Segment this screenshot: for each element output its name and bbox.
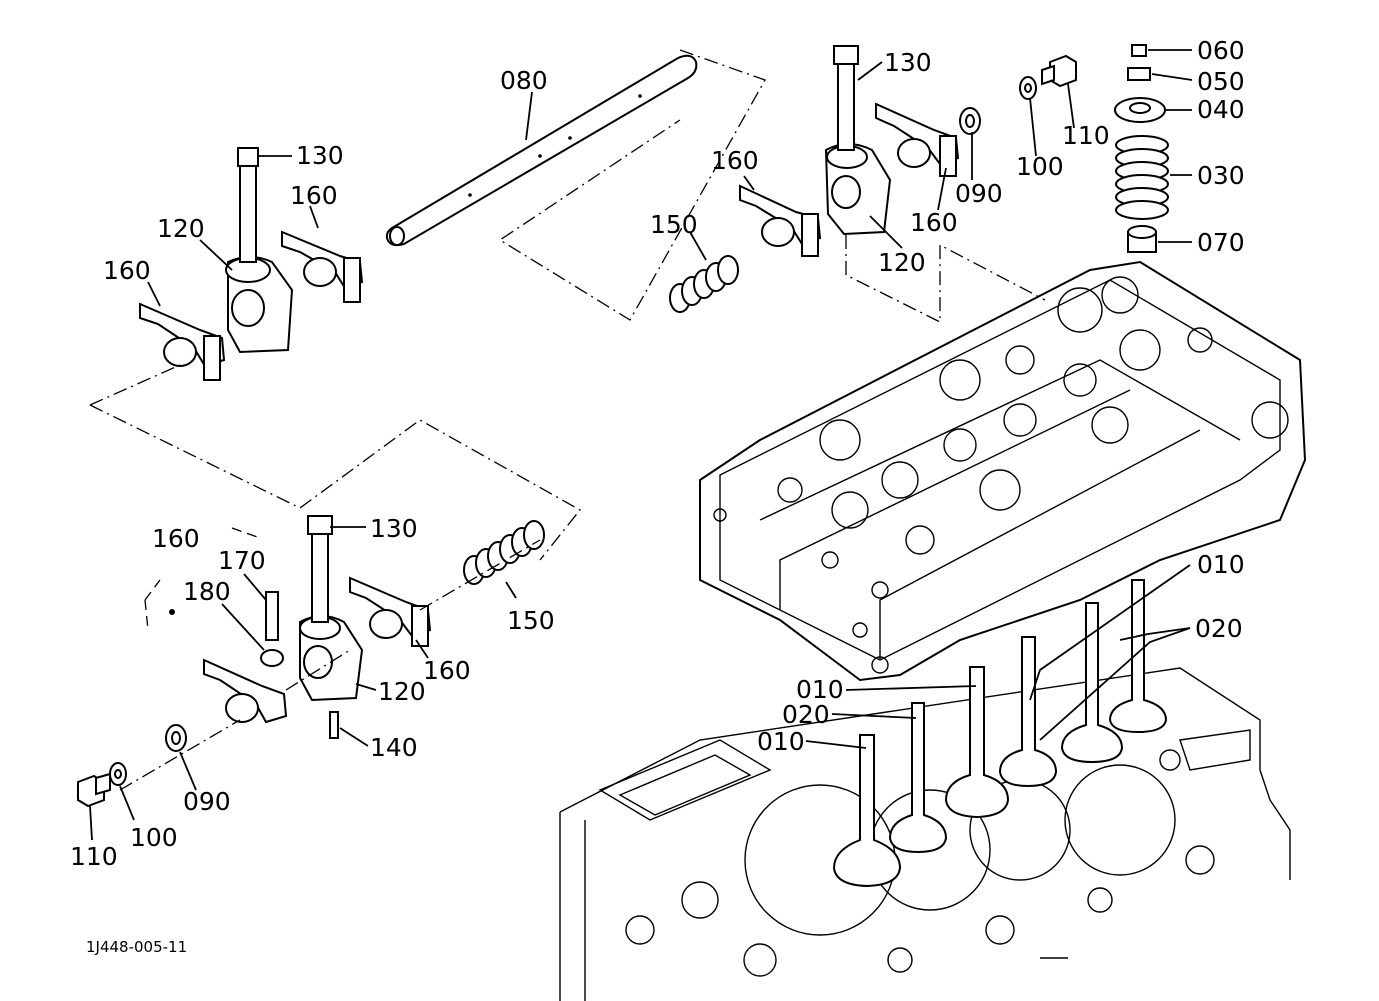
rocker-arm-right-a (875, 102, 960, 177)
callout-170: 170 (218, 546, 266, 575)
callout-020-a: 020 (1195, 614, 1243, 643)
washer-100-bottom (109, 762, 127, 786)
rocker-arm-lower-b (203, 658, 288, 724)
callout-130-bottom: 130 (370, 514, 418, 543)
valve-3 (944, 666, 1010, 819)
callout-160-bottom-right: 160 (423, 656, 471, 685)
rocker-bracket-left (225, 147, 294, 354)
callout-070: 070 (1197, 228, 1245, 257)
valve-keeper-050 (1127, 67, 1151, 81)
washer-100-top (1019, 76, 1037, 100)
plug-110-bottom (77, 772, 111, 808)
rocker-arm-right-b (739, 184, 822, 257)
valve-spring-030 (1115, 135, 1169, 220)
spring-150-top (669, 255, 739, 313)
plug-110-top (1041, 54, 1077, 88)
valve-6 (1108, 579, 1168, 734)
callout-150-bottom: 150 (507, 606, 555, 635)
callout-160-top-mid: 160 (711, 146, 759, 175)
callout-110-bottom: 110 (70, 842, 118, 871)
callout-160-bottom-left: 160 (152, 524, 200, 553)
lock-nut-180 (260, 649, 284, 667)
spring-150-bottom (463, 520, 545, 585)
callout-130-left: 130 (296, 141, 344, 170)
pin-140 (329, 711, 339, 739)
valve-stem-seal-070 (1127, 225, 1157, 253)
washer-090-bottom (165, 724, 187, 752)
callout-090-bottom: 090 (183, 787, 231, 816)
callout-080: 080 (500, 66, 548, 95)
callout-150-top: 150 (650, 210, 698, 239)
leader-lines (89, 49, 1193, 841)
washer-090-top (959, 107, 981, 135)
callout-160-left-b: 160 (103, 256, 151, 285)
rocker-arm-left-b (139, 302, 226, 381)
drawing-code: 1J448-005-11 (86, 938, 187, 956)
valve-4 (998, 636, 1058, 788)
callout-100-bottom: 100 (130, 823, 178, 852)
callout-180: 180 (183, 577, 231, 606)
valve-5 (1060, 602, 1124, 764)
callout-020-b: 020 (782, 700, 830, 729)
callout-140: 140 (370, 733, 418, 762)
callout-050: 050 (1197, 67, 1245, 96)
callout-120-top-right: 120 (878, 248, 926, 277)
valve-group (832, 579, 1168, 888)
rocker-bracket-lower (299, 515, 364, 702)
rocker-arm-lower-a (349, 576, 432, 647)
valve-1 (832, 734, 902, 888)
valve-cotter-060 (1131, 44, 1147, 57)
callout-120-left: 120 (157, 214, 205, 243)
callout-110-top: 110 (1062, 121, 1110, 150)
cylinder-head (699, 260, 1307, 682)
callout-130-top: 130 (884, 48, 932, 77)
callout-030: 030 (1197, 161, 1245, 190)
callout-160-top-right: 160 (910, 208, 958, 237)
callout-010-b: 010 (796, 675, 844, 704)
callout-160-left-a: 160 (290, 181, 338, 210)
rocker-arm-left-a (281, 230, 364, 303)
spring-retainer-040 (1114, 97, 1166, 123)
rocker-shaft-top (385, 54, 698, 247)
callout-040: 040 (1197, 95, 1245, 124)
callout-090-top: 090 (955, 179, 1003, 208)
callout-060: 060 (1197, 36, 1245, 65)
callout-010-a: 010 (1197, 550, 1245, 579)
callout-100-top: 100 (1016, 152, 1064, 181)
callout-010-c: 010 (757, 727, 805, 756)
callout-120-bottom: 120 (378, 677, 426, 706)
adjusting-screw-170 (265, 591, 279, 641)
rocker-bracket-right (824, 45, 892, 236)
valve-2 (888, 702, 948, 854)
